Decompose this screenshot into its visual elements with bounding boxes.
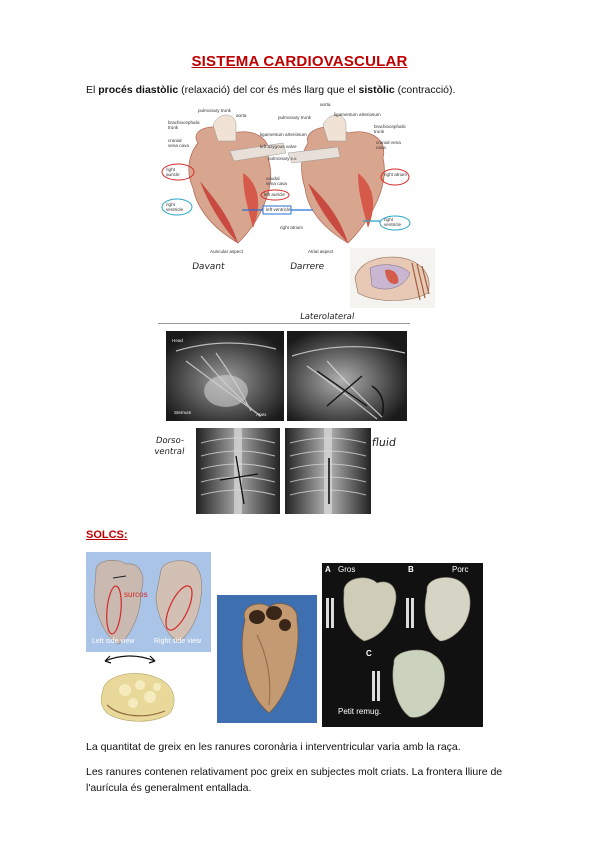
intro-part1: El bbox=[86, 84, 99, 96]
heart-diagram-drawing bbox=[161, 114, 411, 244]
label-pulmonary-trunk: pulmonary trunk bbox=[198, 108, 231, 113]
caption-atrial-aspect: Atrial aspect bbox=[308, 249, 334, 254]
handwritten-dorso-ventral: Dorso- ventral bbox=[153, 436, 186, 457]
label-right-ventricle-right: right ventricle bbox=[384, 217, 402, 227]
label-brachiocephalic-trunk: brachiocephalic trunk bbox=[168, 120, 200, 130]
heart-diagram: pulmonary trunk aorta brachiocephalic tr… bbox=[158, 102, 414, 263]
left-auricle-circle bbox=[260, 189, 290, 201]
handwritten-davant: Davant bbox=[191, 262, 226, 272]
page-title: SISTEMA CARDIOVASCULAR bbox=[191, 53, 408, 70]
right-ventricle-circle-left bbox=[161, 198, 193, 216]
label-pulmonary-trunk-right: pulmonary trunk bbox=[278, 115, 311, 120]
left-heart-illustration bbox=[188, 114, 287, 244]
photo-heart-top bbox=[217, 595, 317, 723]
xray-label-head: Head bbox=[172, 338, 183, 343]
caption-right-side-view: Right side view bbox=[154, 638, 202, 645]
right-auricle-circle bbox=[161, 163, 195, 181]
label-ligamentum-arteriosum: ligamentum arteriosum bbox=[260, 132, 307, 137]
paragraph-1: La quantitat de greix en les ranures cor… bbox=[86, 741, 461, 753]
label-brachiocephalic-trunk-right: brachiocephalic trunk bbox=[374, 124, 406, 134]
label-right-atrium-right: right atrium bbox=[384, 172, 407, 177]
photo-fatty-heart bbox=[95, 665, 181, 727]
right-atrium-circle bbox=[380, 168, 410, 186]
intro-bold-diastolic: procés diastòlic bbox=[98, 84, 179, 96]
intro-part3: (contracció). bbox=[394, 84, 456, 96]
handwritten-gros: Gros bbox=[338, 565, 356, 574]
section-heading-solcs: SOLCS: bbox=[86, 529, 128, 541]
handwritten-porc: Porc bbox=[452, 565, 469, 574]
paragraph-2: Les ranures contenen relativament poc gr… bbox=[86, 766, 503, 794]
handwritten-laterolateral: Laterolateral bbox=[299, 312, 355, 322]
xray-lateral-right bbox=[287, 331, 407, 421]
caption-auricular-aspect: Auricular aspect bbox=[210, 249, 243, 254]
label-right-atrium-bottom: right atrium bbox=[280, 225, 303, 230]
label-aorta: aorta bbox=[236, 113, 247, 118]
label-left-azygous-valve: left azygous valve bbox=[260, 144, 297, 149]
photo-side-views: surcos Left side view Right side view bbox=[86, 552, 211, 652]
xray-lateral-left: Head Sternum Apex bbox=[166, 331, 284, 421]
label-left-auricle: left auricle bbox=[264, 192, 285, 197]
xray-section-border bbox=[158, 323, 410, 324]
label-pulmonary-vv: pulmonary v.v. bbox=[268, 156, 298, 161]
label-ligamentum-arteriosum-right: ligamentum arteriosum bbox=[334, 112, 381, 117]
panel-label-a: A bbox=[325, 565, 331, 574]
xray-dorsoventral-left bbox=[196, 428, 280, 514]
xray-label-sternum: Sternum bbox=[174, 410, 192, 415]
panel-label-c: C bbox=[366, 649, 372, 658]
label-aorta-right: aorta bbox=[320, 102, 331, 107]
handwritten-fluid: fluid bbox=[371, 436, 397, 449]
xray-dorsoventral-right bbox=[285, 428, 371, 514]
handwritten-surcos: surcos bbox=[124, 590, 148, 599]
intro-bold-systolic: sistòlic bbox=[358, 84, 395, 96]
intro-part2: (relaxació) del cor és més llarg que el bbox=[178, 84, 359, 96]
label-cranial-vena-cava-right: cranial vena cava bbox=[376, 140, 401, 150]
xray-label-apex: Apex bbox=[256, 412, 267, 417]
intro-text: El procés diastòlic (relaxació) del cor … bbox=[86, 84, 455, 96]
handwritten-petit-remug: Petit remug. bbox=[338, 707, 382, 716]
photo-panels-abc: A Gros B Porc C Petit remug. bbox=[322, 563, 483, 727]
caption-left-side-view: Left side view bbox=[92, 638, 135, 645]
double-arrow-icon bbox=[104, 655, 156, 664]
right-ventricle-circle-right bbox=[379, 215, 411, 231]
thorax-illustration bbox=[350, 248, 435, 308]
label-right-ventricle: right ventricle bbox=[166, 202, 184, 212]
label-caudal-vena-cava: caudal vena cava bbox=[266, 176, 287, 186]
label-right-auricle: right auricle bbox=[166, 167, 180, 177]
label-left-ventricle: left ventricle bbox=[266, 207, 291, 212]
right-heart-illustration bbox=[287, 114, 385, 244]
handwritten-darrere: Darrere bbox=[289, 262, 325, 272]
label-cranial-vena-cava: cranial vena cava bbox=[168, 138, 189, 148]
panel-label-b: B bbox=[408, 565, 414, 574]
